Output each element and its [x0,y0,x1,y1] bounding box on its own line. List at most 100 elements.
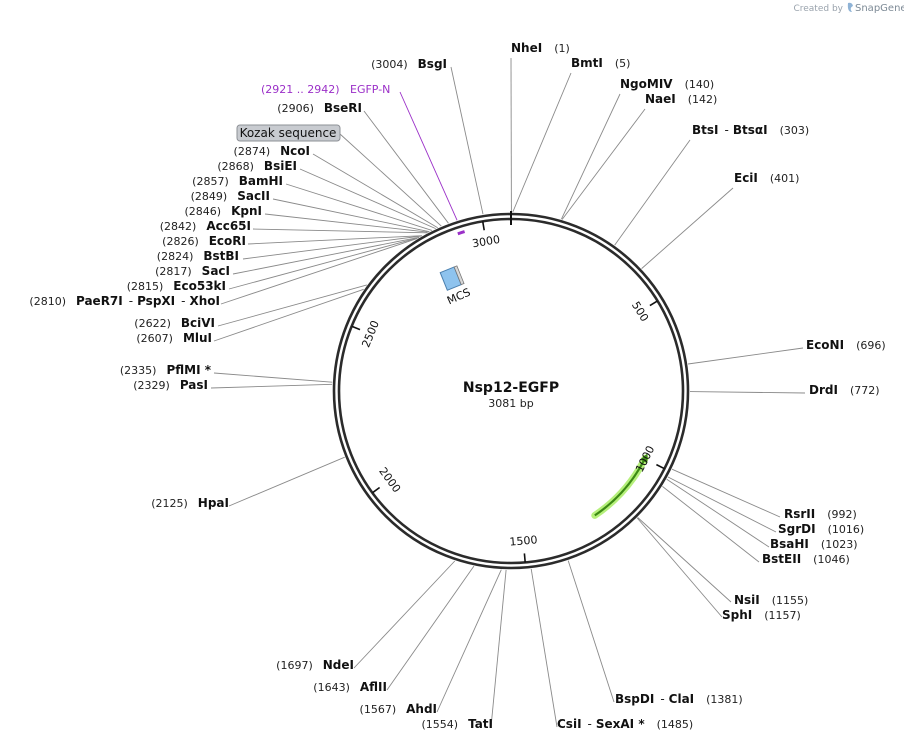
site-label-ahdi: (1567) AhdI [360,702,437,716]
site-position: (2815) [127,280,164,293]
leader-line-saci [232,236,420,275]
leader-line-bstbi [242,235,422,260]
leader-line-ncoi [312,153,438,229]
site-name: BsaHI [770,537,809,551]
site-name: KpnI [231,204,262,218]
site-position: (1567) [360,703,397,716]
snapgene-brand: SnapGene [855,3,904,14]
site-name: PflMI * [166,363,211,377]
site-position: (1643) [313,681,350,694]
site-sep: - [588,717,592,731]
plasmid-name: Nsp12-EGFP [463,380,559,396]
egfp-n-label: EGFP-N [350,83,390,96]
site-label-bstbi: (2824)BstBI [157,249,239,263]
tick-label-2500: 2500 [359,319,382,350]
site-position: (1697) [276,659,313,672]
site-name: BsgI [418,57,447,71]
site-name: SacII [237,189,270,203]
leader-lines [210,57,806,728]
leader-line-rsrii [671,468,781,518]
leader-line-mlui [213,288,364,342]
leader-line-sgrdi [667,476,777,533]
site-position: (1155) [772,594,809,607]
kozak-label: Kozak sequence [240,126,337,140]
site-label-sacii: (2849)SacII [191,189,270,203]
site-name: HpaI [198,496,229,510]
site-name: TatI [468,717,493,731]
site-label-bspdi: BspDI-ClaI(1381) [615,692,743,706]
site-label-sphi: SphI(1157) [722,608,801,622]
leader-line-bcivi [217,284,368,327]
site-position: (1) [554,42,570,55]
site-sep: - [725,123,729,137]
site-label-eco53ki: (2815)Eco53kI [127,279,226,293]
site-label-btsi: BtsI-BtsαI(303) [692,123,809,137]
site-position: (1554) [421,718,458,731]
egfp-n-range: (2921 .. 2942) [261,83,340,96]
site-position: (1157) [764,609,801,622]
site-name: AhdI [406,702,437,716]
created-by-text: Created by [793,4,843,14]
leader-line-hpai [228,456,345,507]
plasmid-length: 3081 bp [488,397,533,410]
site-position: (2824) [157,250,194,263]
site-position: (2846) [185,205,222,218]
site-name: AflII [360,680,387,694]
site-label-bseri: (2906) BseRI [277,101,362,115]
leader-line-egfp-n [399,91,458,221]
site-label-paer7i: (2810)PaeR7I-PspXI-XhoI [29,294,220,308]
site-position: (1046) [813,553,850,566]
site-position: (1381) [706,693,743,706]
site-label-rsrii: RsrII(992) [784,507,857,521]
site-position: (2329) [133,379,170,392]
site-label-bcivi: (2622)BciVI [134,316,215,330]
site-name: DrdI [809,383,838,397]
site-label-pflmi: (2335) PflMI * [120,363,212,377]
site-name: EcoNI [806,338,844,352]
site-name: RsrII [784,507,815,521]
site-name: PspXI [137,294,175,308]
leader-line-aflii [386,565,475,691]
site-position: (2842) [160,220,197,233]
leader-line-ahdi [436,569,502,713]
site-position: (401) [770,172,800,185]
site-name: NgoMIV [620,77,673,91]
site-name: BsiEI [264,159,297,173]
site-name: EciI [734,171,758,185]
tick-mark-3000 [481,221,485,231]
site-position: (2335) [120,364,157,377]
site-position: (1023) [821,538,858,551]
site-name: XhoI [189,294,220,308]
site-position: (2906) [277,102,314,115]
tick-mark-1000 [656,463,665,470]
snapgene-logo-icon [847,2,853,12]
site-label-ecori: (2826)EcoRI [162,234,246,248]
site-name: NheI [511,41,542,55]
leader-line-ngomiv [560,93,621,220]
site-position: (2857) [192,175,229,188]
site-name: PaeR7I [76,294,123,308]
site-name: BspDI [615,692,654,706]
site-position: (303) [780,124,810,137]
site-sep: - [129,294,133,308]
kozak-box [236,124,341,142]
site-label-aflii: (1643) AflII [313,680,387,694]
feature-layer [457,211,512,236]
leader-line-pasi [210,383,333,389]
site-position: (142) [688,93,718,106]
site-name: BtsI [692,123,719,137]
site-name: BseRI [324,101,362,115]
site-label-naei: NaeI(142) [645,92,717,106]
site-label-bsiei: (2868)BsiEI [217,159,297,173]
site-label-tati: (1554) TatI [421,717,493,731]
leader-line-bseri [363,110,449,224]
tick-label-2000: 2000 [376,465,403,495]
tick-mark-1500 [523,553,526,563]
leader-line-eco53ki [228,237,419,290]
leader-line-btsi [614,139,691,246]
site-label-kpni: (2846) KpnI [185,204,262,218]
leader-line-nsii [637,517,732,603]
leader-line-kozak [339,133,442,227]
site-position: (1485) [657,718,694,731]
site-label-ndei: (1697)NdeI [276,658,354,672]
